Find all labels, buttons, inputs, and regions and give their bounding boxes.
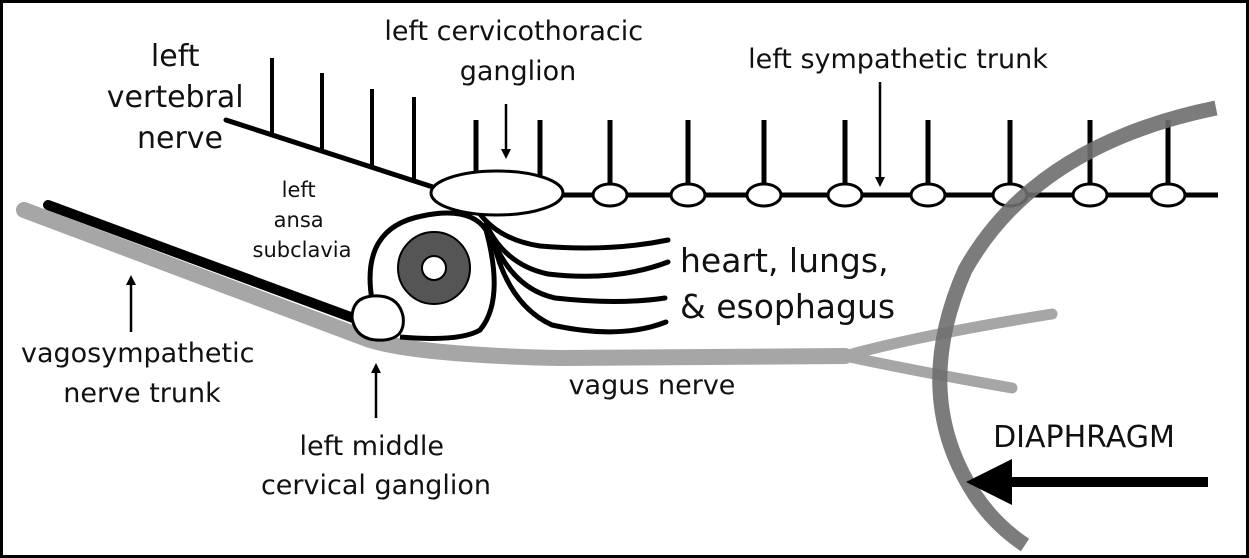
label-left-sympathetic-trunk: left sympathetic trunk	[748, 44, 1048, 75]
left-cervicothoracic-ganglion	[431, 171, 563, 215]
label-diaphragm: DIAPHRAGM	[993, 420, 1175, 455]
label-vagus-nerve: vagus nerve	[569, 370, 736, 401]
subclavian-artery	[398, 232, 470, 304]
left-middle-cervical-ganglion	[352, 296, 403, 340]
